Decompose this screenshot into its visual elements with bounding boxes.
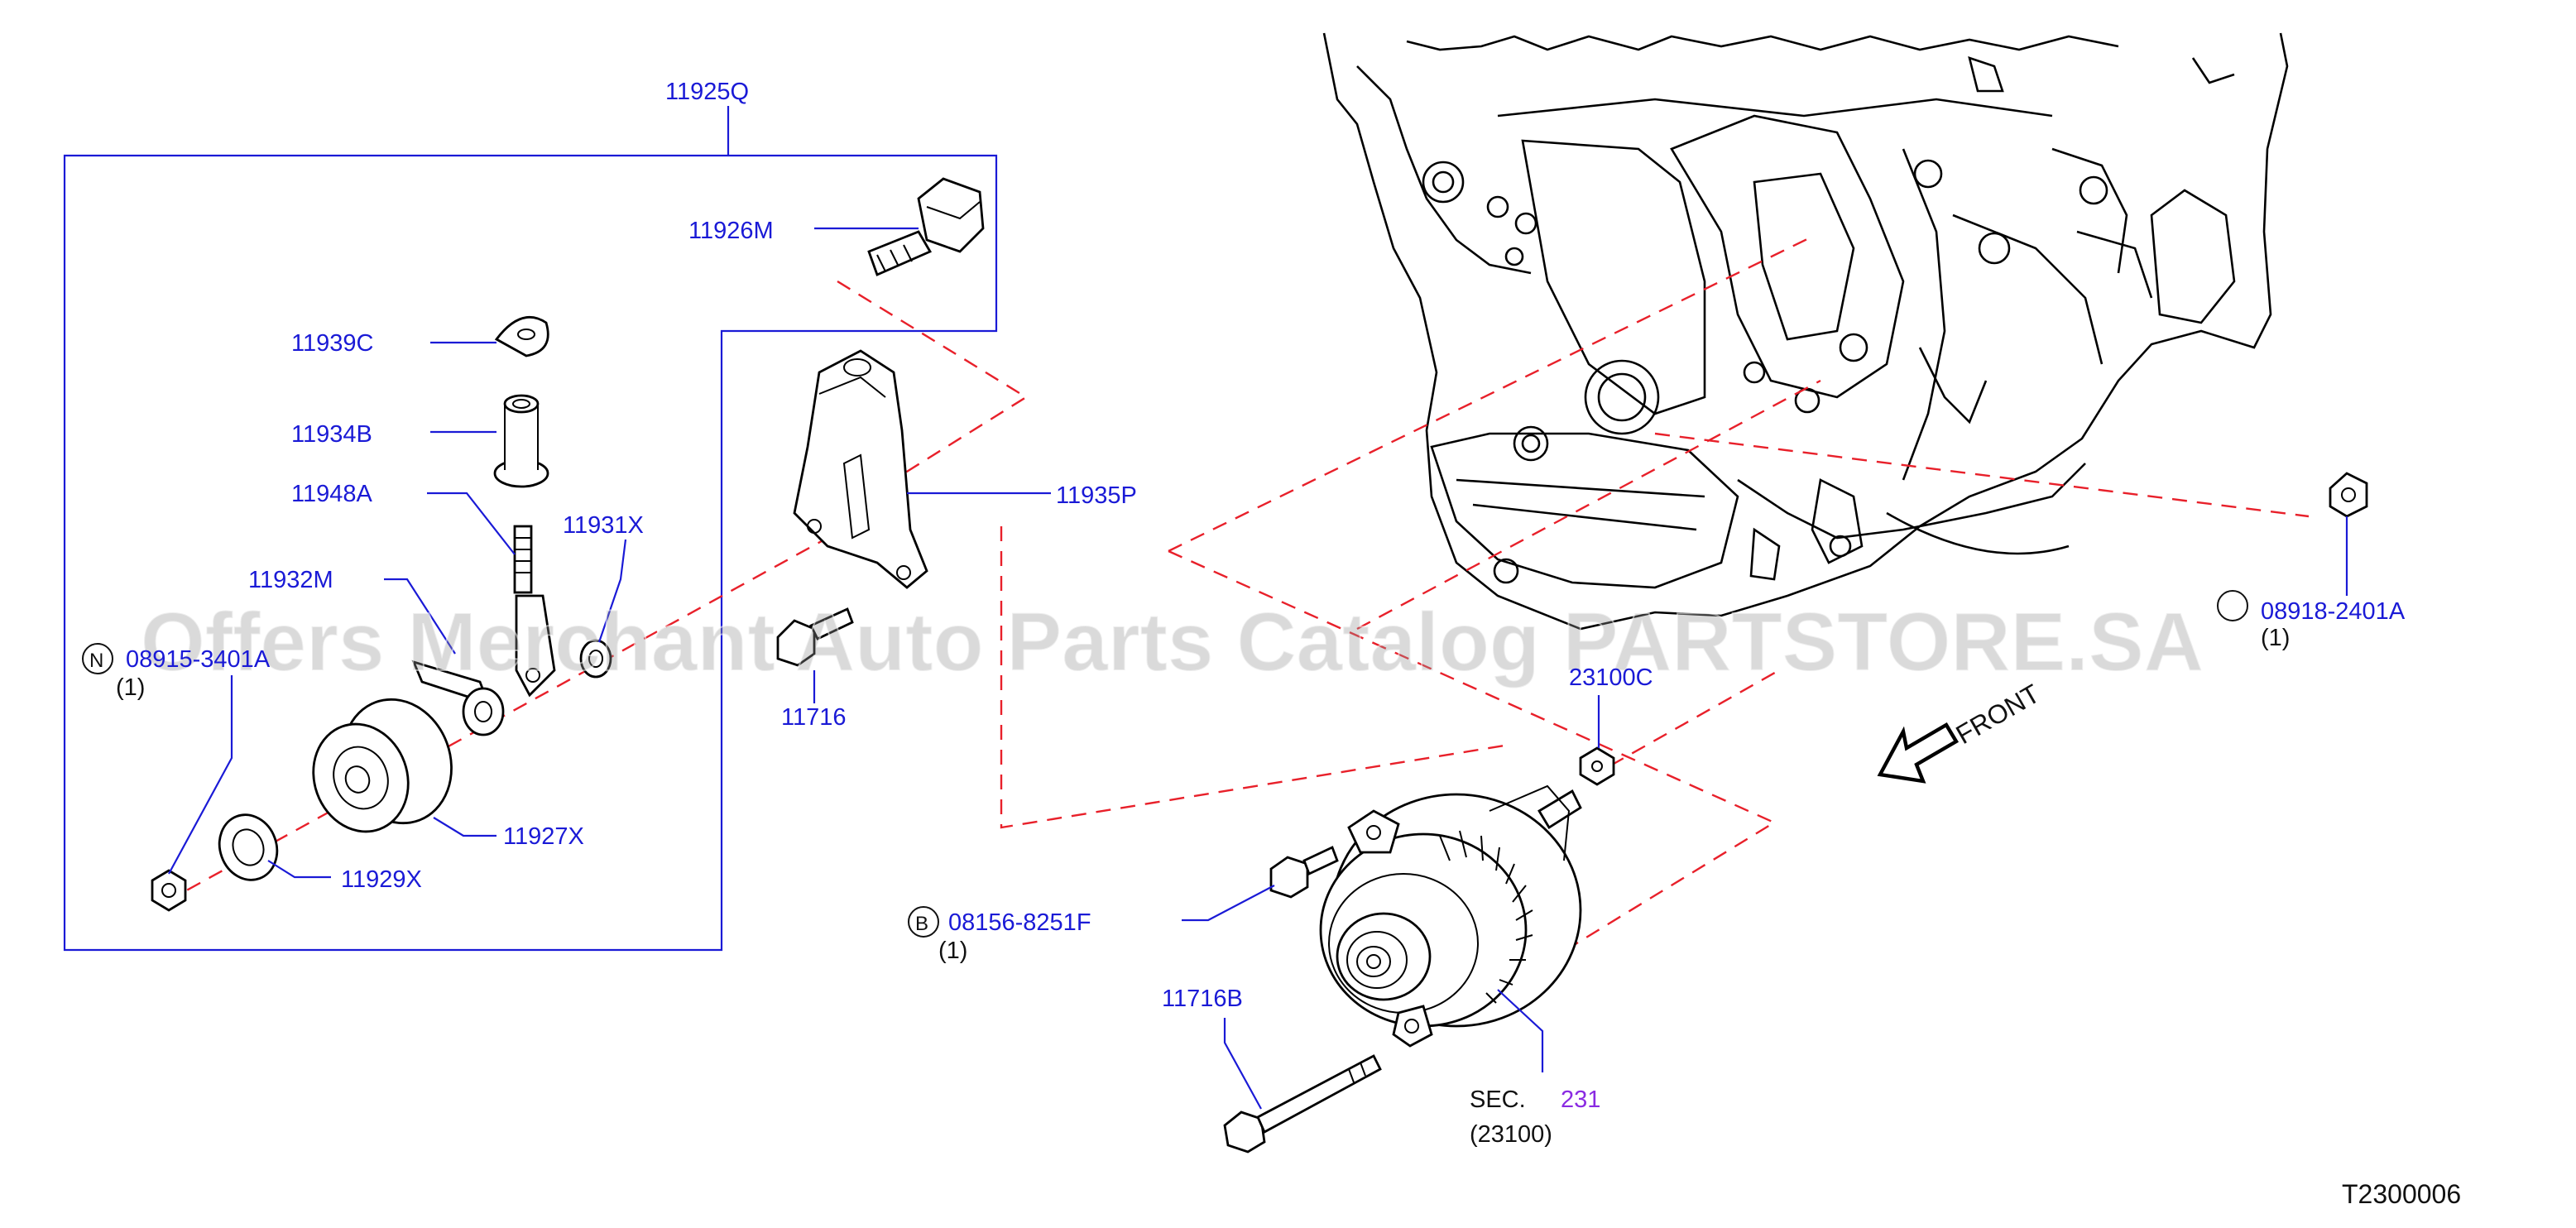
section-reference[interactable]: SEC. 231 (23100) [1470, 1086, 1600, 1148]
bolt-11716-part[interactable] [776, 607, 854, 667]
badge-b: B [915, 913, 928, 935]
assembly-outline [63, 154, 998, 952]
plate-11932m-part[interactable] [411, 660, 505, 736]
sec-number-link[interactable]: 231 [1561, 1086, 1600, 1113]
callout-nut-n-qty: (1) [116, 674, 145, 701]
sec-sub: (23100) [1470, 1121, 1552, 1148]
nut-08918-part[interactable] [2329, 472, 2368, 518]
callout-11929x[interactable]: 11929X [341, 866, 422, 893]
callout-right-nut-code: 08918-2401A [2261, 598, 2406, 625]
nut-23100c-part[interactable] [1579, 746, 1615, 786]
callout-11716[interactable]: 11716 [781, 704, 847, 731]
bracket-11935p-part[interactable] [793, 349, 928, 589]
callout-11925q[interactable]: 11925Q [665, 79, 749, 105]
washer-11939c-part[interactable] [494, 315, 549, 357]
nut-n-part[interactable] [151, 869, 187, 912]
spacer-11929x-part[interactable] [210, 807, 285, 888]
stud-11948a-part[interactable] [513, 525, 556, 698]
callout-11948a[interactable]: 11948A [291, 481, 372, 507]
sec-prefix: SEC. [1470, 1086, 1526, 1113]
callout-n-nut[interactable]: N 08915-3401A (1) [82, 643, 271, 701]
alternator-part[interactable] [1319, 784, 1582, 1048]
callout-nut-n-code: 08915-3401A [126, 646, 271, 673]
engine-block [1322, 32, 2289, 631]
callout-11934b[interactable]: 11934B [291, 421, 372, 448]
badge-n: N [89, 650, 103, 672]
bolt-08156-part[interactable] [1269, 846, 1339, 899]
pulley-11927x-part[interactable] [299, 684, 468, 845]
callout-bolt-b-qty: (1) [938, 938, 967, 964]
callout-11931x[interactable]: 11931X [563, 512, 644, 539]
callout-right-nut-qty: (1) [2261, 625, 2290, 651]
front-arrow-icon [1877, 722, 1960, 784]
bolt-11926m-part[interactable] [867, 177, 985, 276]
callout-b-bolt[interactable]: B 08156-8251F (1) [908, 906, 1091, 964]
callout-right-nut[interactable]: 08918-2401A (1) [2217, 590, 2406, 651]
diagram-id: T2300006 [2342, 1179, 2461, 1209]
callout-11716b[interactable]: 11716B [1162, 986, 1243, 1012]
callout-bolt-b-code: 08156-8251F [948, 909, 1091, 936]
watermark-text: Offers Merchant Auto Parts Catalog PARTS… [141, 596, 2204, 688]
bolt-11716b-part[interactable] [1223, 1054, 1382, 1154]
callout-23100c[interactable]: 23100C [1569, 664, 1653, 691]
callout-11935p[interactable]: 11935P [1056, 482, 1137, 509]
washer-11931x-part[interactable] [579, 639, 612, 679]
callout-11927x[interactable]: 11927X [503, 823, 584, 850]
callout-11939c[interactable]: 11939C [291, 330, 373, 357]
callout-11926m[interactable]: 11926M [688, 218, 774, 244]
collar-11934b-part[interactable] [493, 394, 549, 488]
front-label: FRONT [1951, 679, 2045, 750]
callout-11932m[interactable]: 11932M [248, 567, 333, 593]
leader-lines [168, 227, 2348, 1110]
